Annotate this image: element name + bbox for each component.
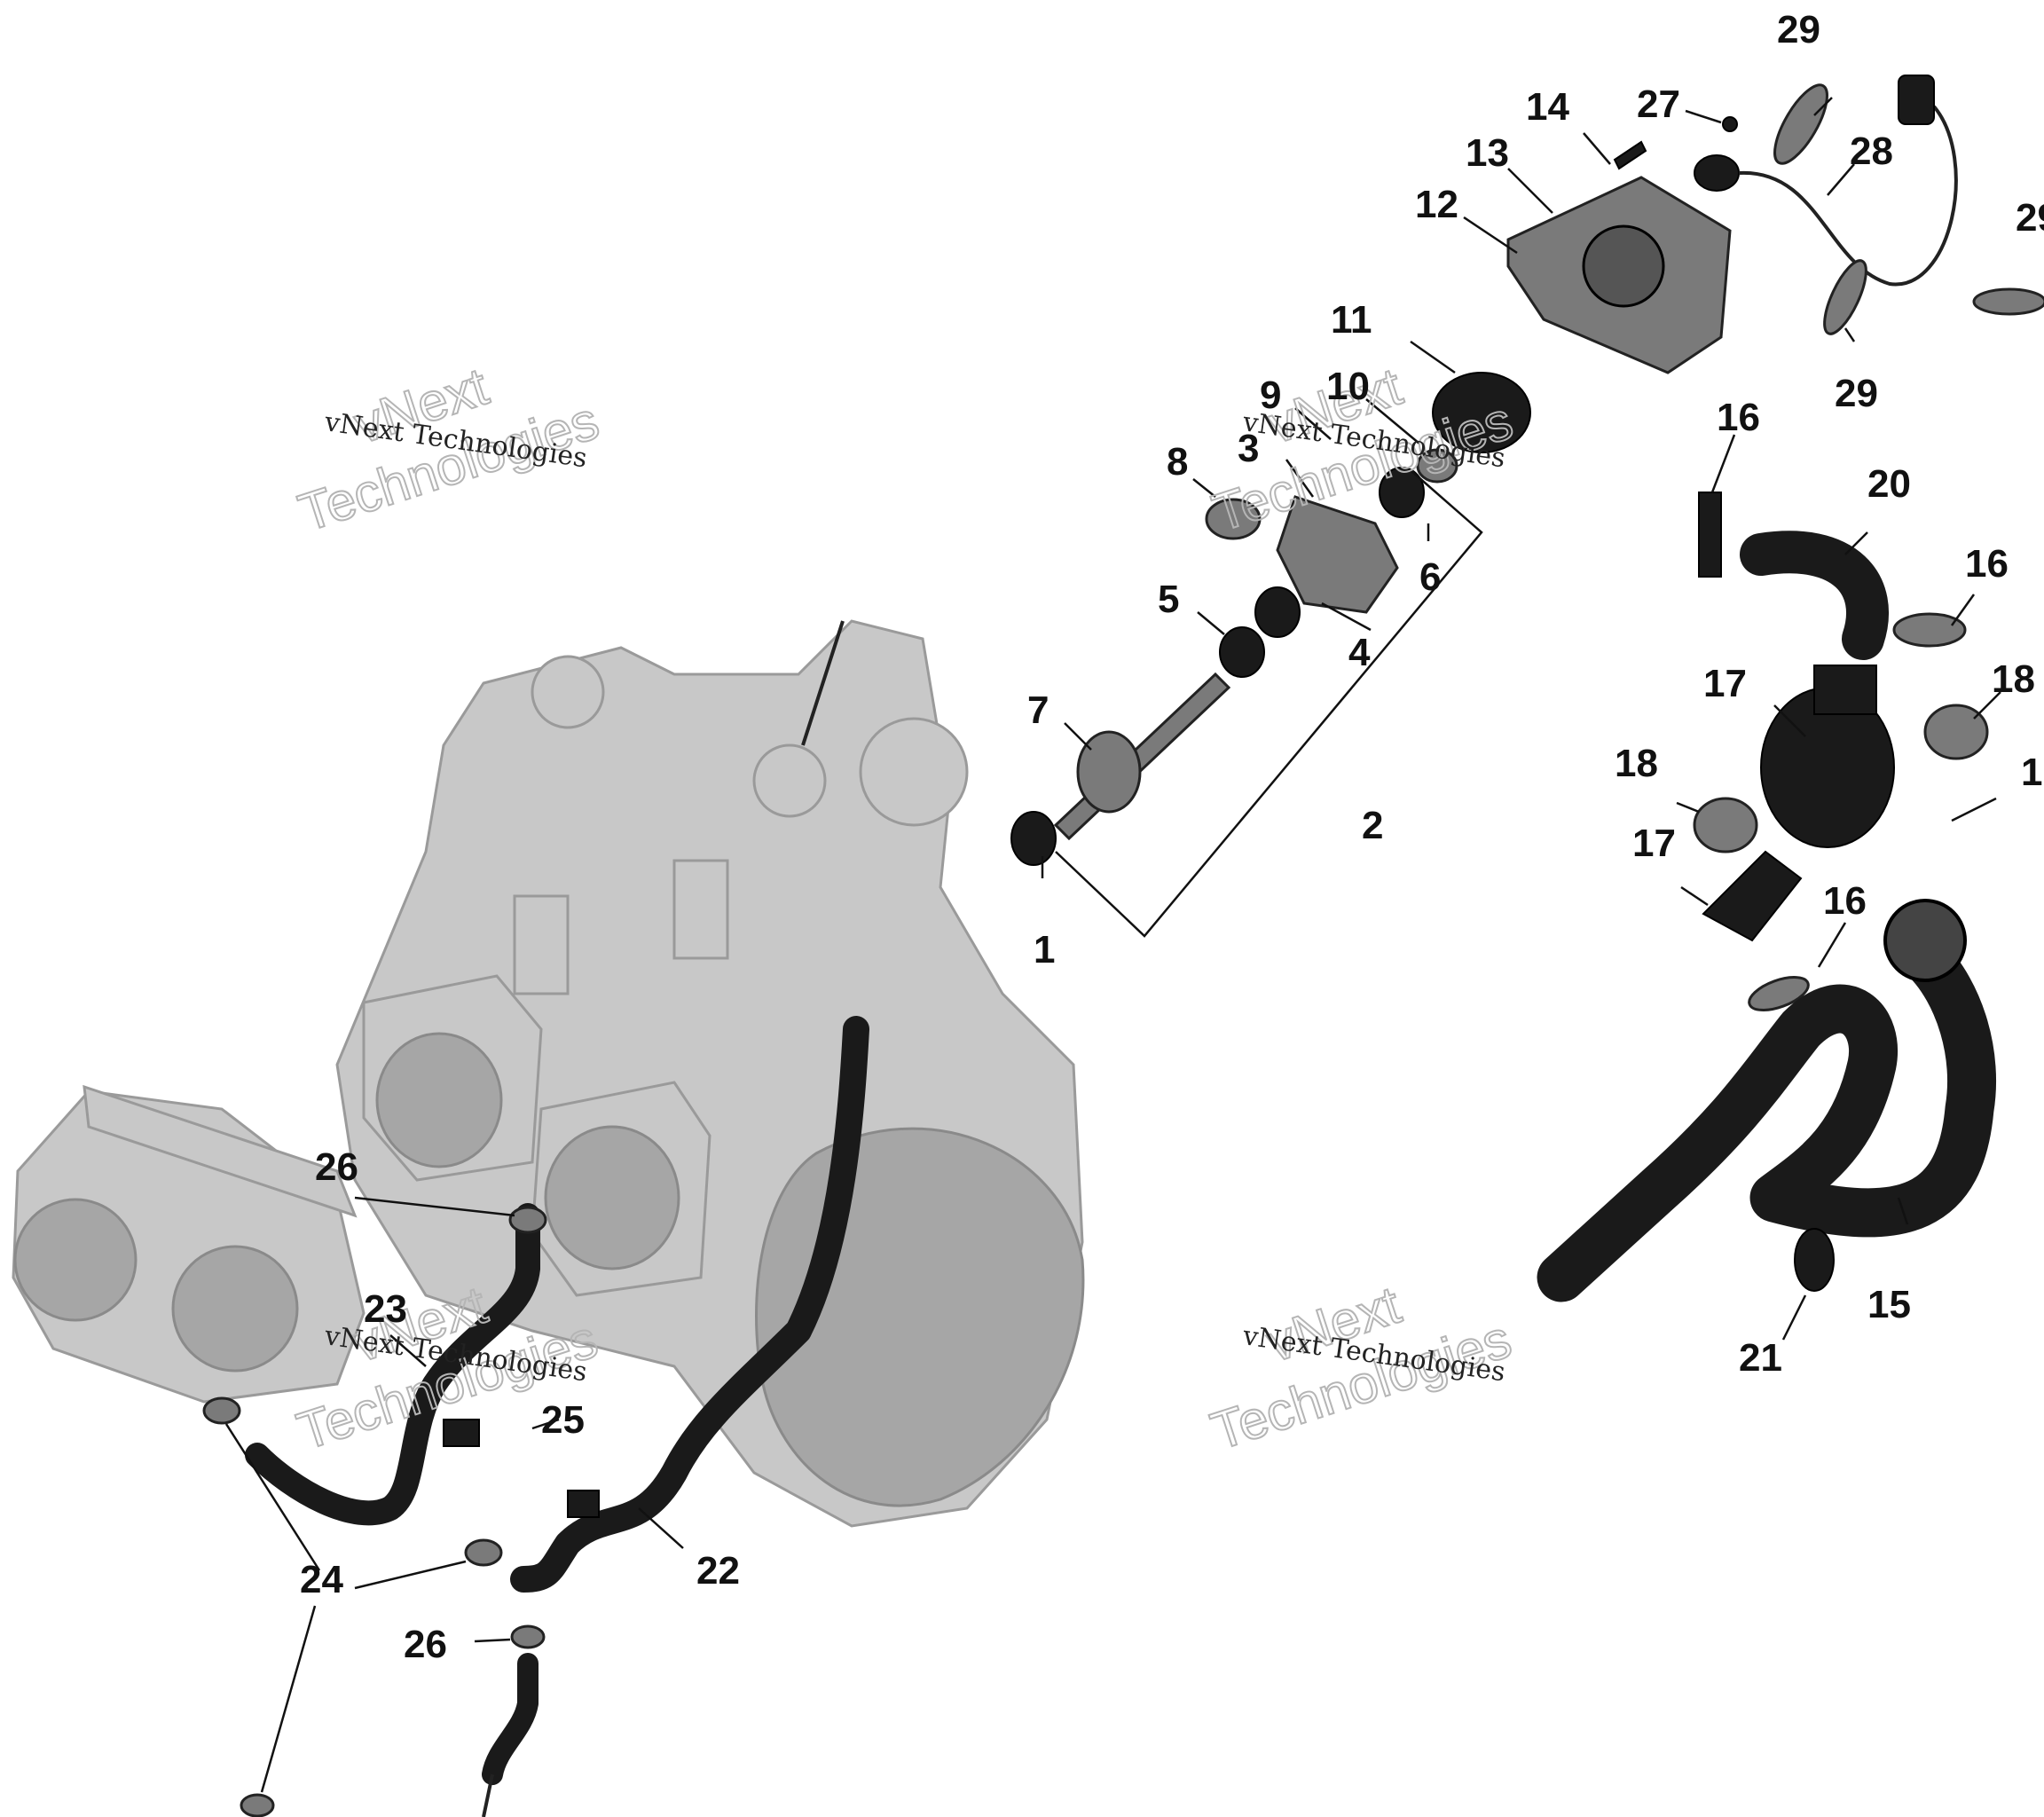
callout-7: 7 (1027, 688, 1049, 732)
callout-14: 14 (1526, 85, 1569, 129)
callout-29-c: 29 (2016, 196, 2044, 240)
callout-12: 12 (1415, 183, 1458, 226)
callout-9: 9 (1260, 374, 1281, 417)
part-13-pump-cover-outlet (1582, 224, 1665, 308)
part-24-clamp-a (202, 1396, 241, 1425)
callout-6: 6 (1419, 555, 1441, 599)
callout-18-b: 18 (1615, 742, 1658, 785)
part-28-sensor (1694, 154, 1740, 192)
part-26-clamp-a (508, 1206, 547, 1234)
hose-continuation (482, 1774, 494, 1817)
callout-3: 3 (1238, 427, 1259, 470)
callout-4: 4 (1348, 631, 1371, 674)
part-24-clamp-b (464, 1538, 503, 1567)
coolant-hoses-left (202, 1016, 869, 1817)
callout-23: 23 (364, 1287, 407, 1331)
part-8-spring (1205, 498, 1262, 540)
callout-16-a: 16 (1717, 396, 1760, 439)
part-24-clamp-c (240, 1793, 275, 1817)
part-29-tie-b (1823, 259, 1867, 335)
throttle-body-illustration (12, 1084, 366, 1404)
part-29-tie-a (1773, 83, 1828, 165)
callout-8: 8 (1167, 440, 1188, 484)
part-3-housing (1276, 495, 1399, 614)
part-28-wire (1738, 105, 1958, 287)
part-4-bearing (1254, 586, 1301, 638)
callout-10: 10 (1326, 365, 1370, 408)
part-29-tie-c (1972, 287, 2044, 316)
part-15-hose-assembly (1537, 933, 1996, 1302)
callout-29-a: 29 (1777, 8, 1820, 51)
part-1-seal (1010, 811, 1057, 866)
callout-26-b: 26 (404, 1623, 447, 1666)
part-25-clip-a (443, 1419, 480, 1447)
part-15-hose-fitting (1883, 899, 1967, 982)
part-16-sensor (1698, 492, 1722, 578)
part-27-screw (1722, 116, 1738, 132)
part-18-ring-b (1693, 797, 1758, 853)
part-16-clamp-a (1892, 612, 1967, 648)
callout-16-c: 16 (1823, 879, 1867, 923)
callout-17-b: 17 (1632, 822, 1676, 865)
callout-20: 20 (1867, 462, 1911, 506)
leader-lines (224, 97, 2001, 1793)
callout-16-b: 16 (1965, 542, 2009, 586)
callout-29-b: 29 (1835, 372, 1878, 415)
callout-21: 21 (1739, 1336, 1782, 1380)
callout-28: 28 (1850, 130, 1893, 173)
part-26-hose-segment (482, 1653, 539, 1785)
part-14-bolt (1613, 140, 1647, 170)
part-22-hose (510, 1016, 869, 1593)
callout-24: 24 (300, 1558, 343, 1601)
part-6-seal (1379, 467, 1425, 518)
part-17-cap (1702, 850, 1803, 942)
coolant-hoses-right (1537, 492, 1996, 1302)
part-25-clip-b (567, 1490, 600, 1518)
callout-17-a: 17 (1703, 662, 1747, 705)
part-23-hose (245, 1203, 540, 1526)
part-5-bearing (1219, 626, 1265, 678)
part-20-elbow-hose (1740, 531, 1889, 660)
callout-1: 1 (1034, 928, 1055, 971)
callout-25: 25 (541, 1398, 585, 1442)
callout-22: 22 (696, 1549, 740, 1593)
water-pump-parts (1010, 75, 2044, 866)
callout-15: 15 (1867, 1283, 1911, 1326)
callout-5: 5 (1158, 578, 1179, 621)
part-28-connector (1898, 75, 1935, 125)
part-16-clamp-b (1748, 976, 1810, 1011)
part-17-neck (1813, 665, 1877, 715)
part-11-impeller (1432, 372, 1531, 453)
part-7-gear (1076, 730, 1142, 814)
callout-19: 1 (2021, 751, 2042, 794)
callout-11: 11 (1331, 298, 1372, 342)
callout-2: 2 (1362, 804, 1383, 847)
part-26-clamp-b (510, 1624, 546, 1649)
callout-18-a: 18 (1992, 657, 2035, 701)
callout-numbers: 1 2 3 4 5 6 7 8 9 10 11 12 13 14 15 16 1… (300, 8, 2044, 1666)
part-10-ring (1416, 448, 1458, 484)
callout-27: 27 (1637, 83, 1680, 126)
callout-13: 13 (1466, 131, 1509, 175)
part-18-ring-a (1923, 704, 1989, 760)
callout-26-a: 26 (315, 1145, 358, 1189)
part-21-clamp (1794, 1228, 1835, 1292)
